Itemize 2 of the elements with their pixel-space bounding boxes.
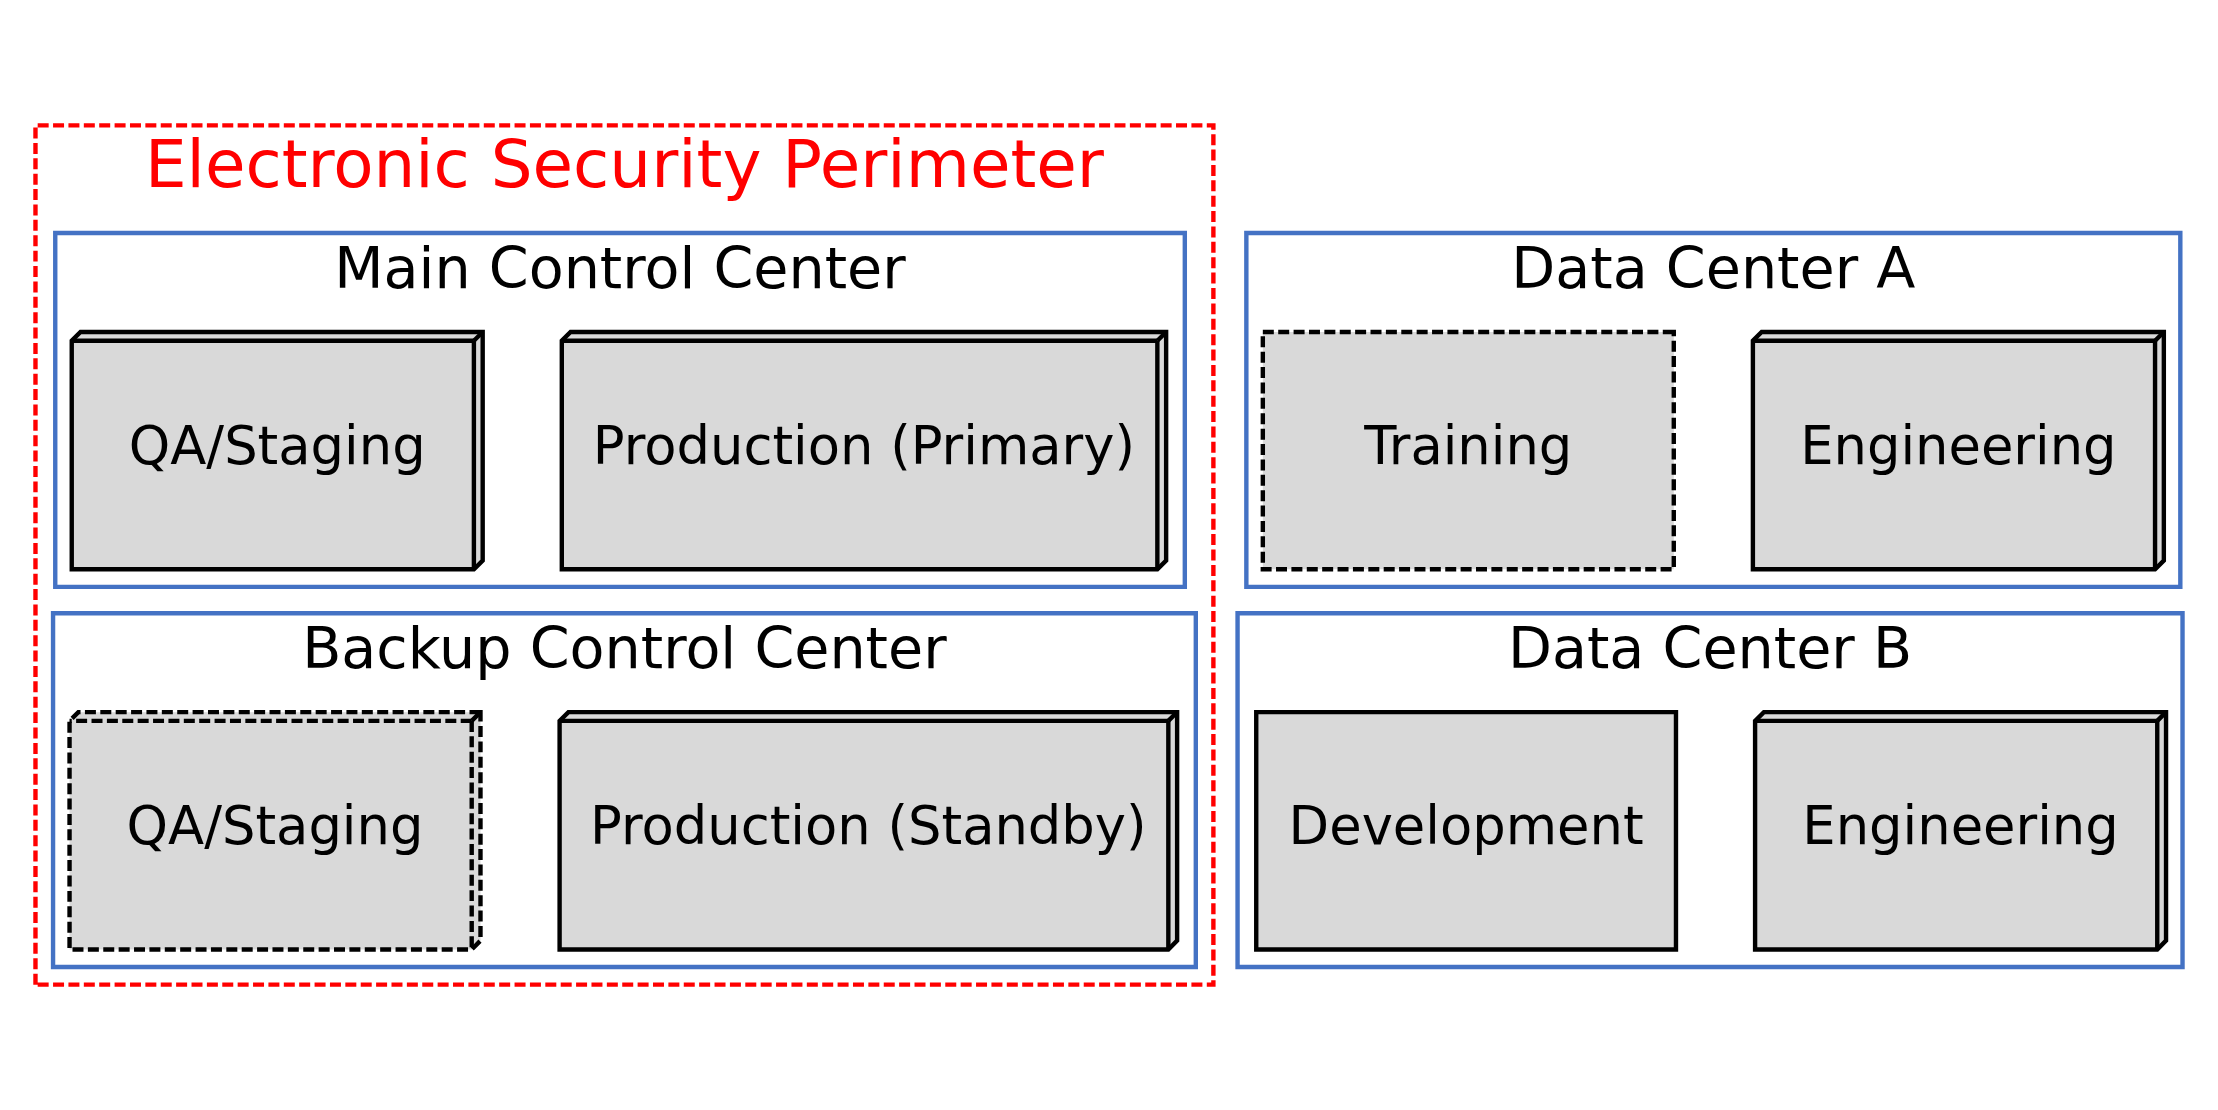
node-box: Development <box>1254 709 1679 952</box>
node-box: Training <box>1260 329 1676 572</box>
